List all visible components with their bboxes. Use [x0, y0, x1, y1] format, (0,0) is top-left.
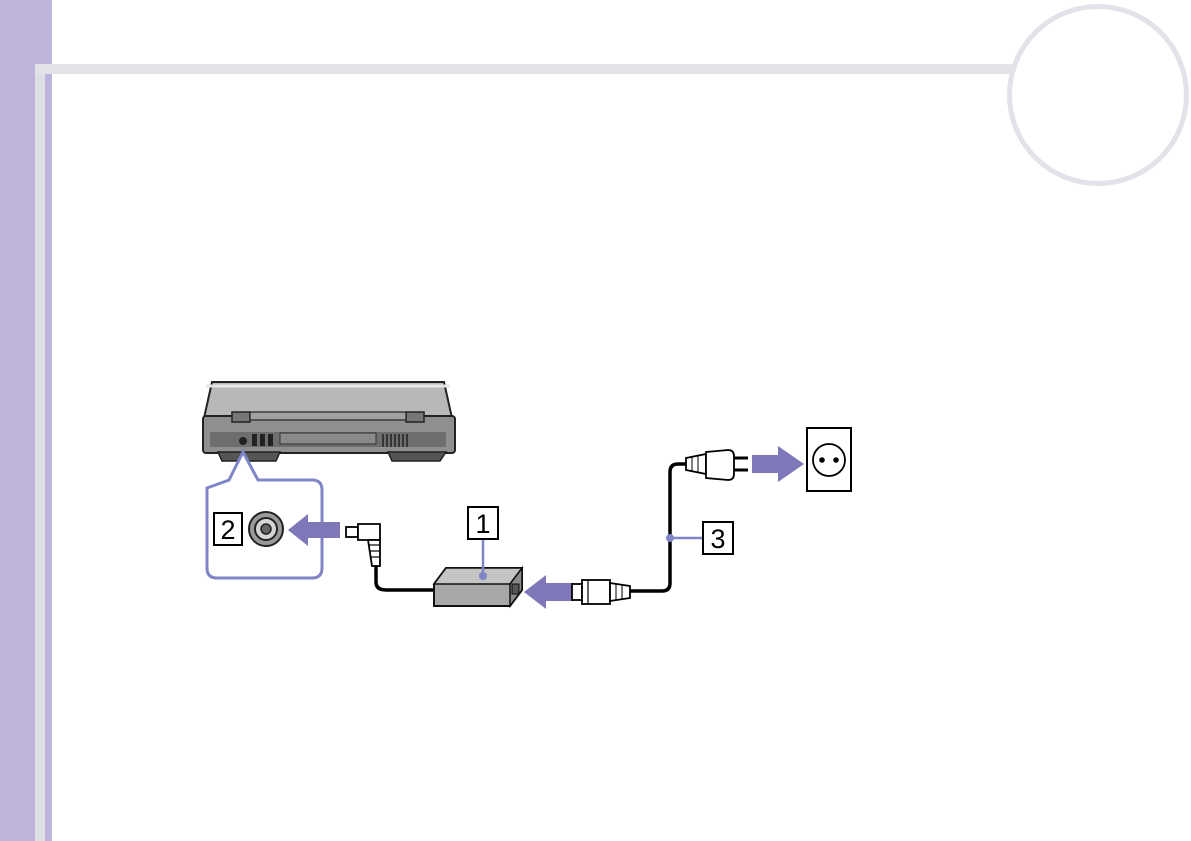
power-cord [630, 464, 688, 591]
dc-plug-icon [346, 524, 380, 566]
callout-label-1: 1 [468, 507, 498, 539]
callout-label-3-text: 3 [710, 524, 725, 554]
wall-outlet-icon [807, 428, 851, 491]
callout-label-2-text: 2 [220, 515, 235, 545]
callout-label-3: 3 [703, 522, 733, 554]
callout-label-1-text: 1 [475, 509, 490, 539]
ac-adapter-icon [434, 538, 522, 606]
power-cord-plug-icon [572, 580, 630, 604]
insert-arrow-icon [752, 446, 804, 482]
wall-plug-icon [686, 450, 748, 480]
insert-arrow-icon [524, 575, 574, 609]
dc-cable [376, 566, 434, 590]
laptop-rear-icon [203, 382, 455, 461]
callout-label-2: 2 [214, 513, 242, 545]
dc-in-port-icon [249, 512, 283, 546]
